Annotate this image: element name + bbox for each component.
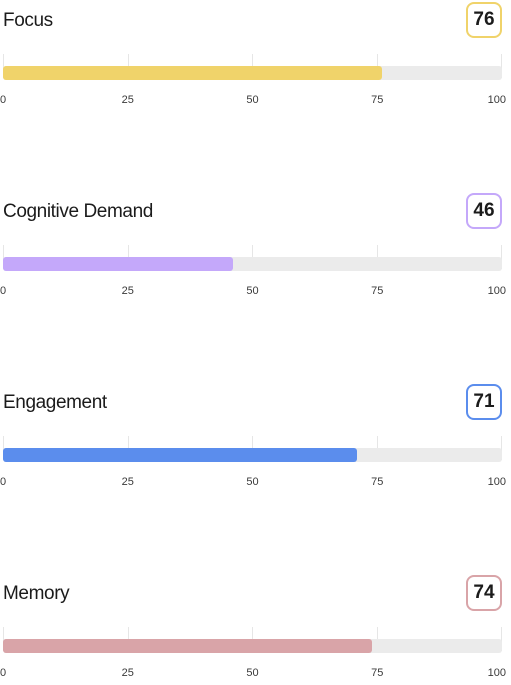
gridline [501,436,502,460]
tick-label: 100 [487,476,507,488]
tick-label: 0 [0,94,7,106]
bar-track [3,639,502,653]
gridline [501,54,502,78]
score-badge: 46 [466,193,502,229]
metric-row: Memory 74 0 25 50 75 100 [0,575,511,685]
tick-label: 0 [0,667,7,679]
bar-area: 0 25 50 75 100 [0,245,506,297]
tick-label: 50 [246,94,259,106]
tick-label: 100 [487,94,507,106]
tick-label: 75 [371,285,384,297]
metric-row: Focus 76 0 25 50 75 100 [0,2,511,112]
tick-label: 75 [371,94,384,106]
tick-label: 100 [487,285,507,297]
score-badge: 74 [466,575,502,611]
bar-fill [3,639,373,653]
metric-title: Focus [3,10,53,31]
gridline [501,245,502,269]
score-badge: 71 [466,384,502,420]
gridline [501,627,502,651]
tick-label: 75 [371,476,384,488]
metric-title: Memory [3,583,70,604]
tick-label: 0 [0,285,7,297]
tick-label: 25 [121,285,134,297]
tick-label: 25 [121,667,134,679]
metric-title: Cognitive Demand [3,201,153,222]
bar-area: 0 25 50 75 100 [0,627,506,679]
tick-label: 50 [246,667,259,679]
metric-row: Cognitive Demand 46 0 25 50 75 100 [0,193,511,303]
tick-label: 0 [0,476,7,488]
tick-label: 75 [371,667,384,679]
tick-label: 50 [246,476,259,488]
bar-area: 0 25 50 75 100 [0,54,506,106]
bar-track [3,66,502,80]
metric-row: Engagement 71 0 25 50 75 100 [0,384,511,494]
score-badge: 76 [466,2,502,38]
bar-track [3,257,502,271]
bar-area: 0 25 50 75 100 [0,436,506,488]
tick-label: 50 [246,285,259,297]
bar-fill [3,257,233,271]
tick-label: 25 [121,94,134,106]
bar-track [3,448,502,462]
tick-label: 25 [121,476,134,488]
tick-label: 100 [487,667,507,679]
bar-fill [3,448,358,462]
metric-title: Engagement [3,392,107,413]
bar-fill [3,66,383,80]
